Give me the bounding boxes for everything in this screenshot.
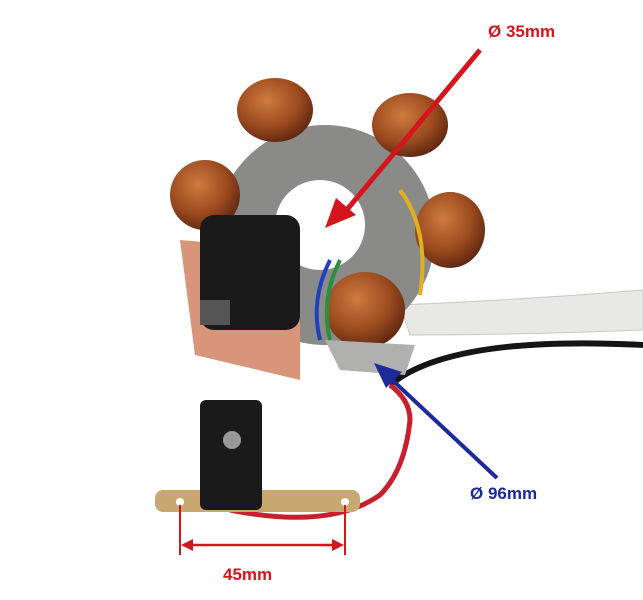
coils (170, 78, 485, 348)
red-wire (229, 383, 413, 520)
bracket-dimension-line (179, 505, 346, 555)
outer-diameter-arrow (374, 363, 499, 480)
black-wire (388, 340, 643, 388)
outer-diameter-label: Ø 96mm (470, 484, 538, 503)
pickup-sensor (200, 400, 262, 510)
pole-shoe (325, 340, 415, 375)
inner-diameter-arrow (325, 48, 482, 228)
wire-harness (399, 289, 643, 336)
bracket-spacing-label: 45mm (223, 565, 273, 584)
inner-diameter-label: Ø 35mm (488, 22, 556, 41)
